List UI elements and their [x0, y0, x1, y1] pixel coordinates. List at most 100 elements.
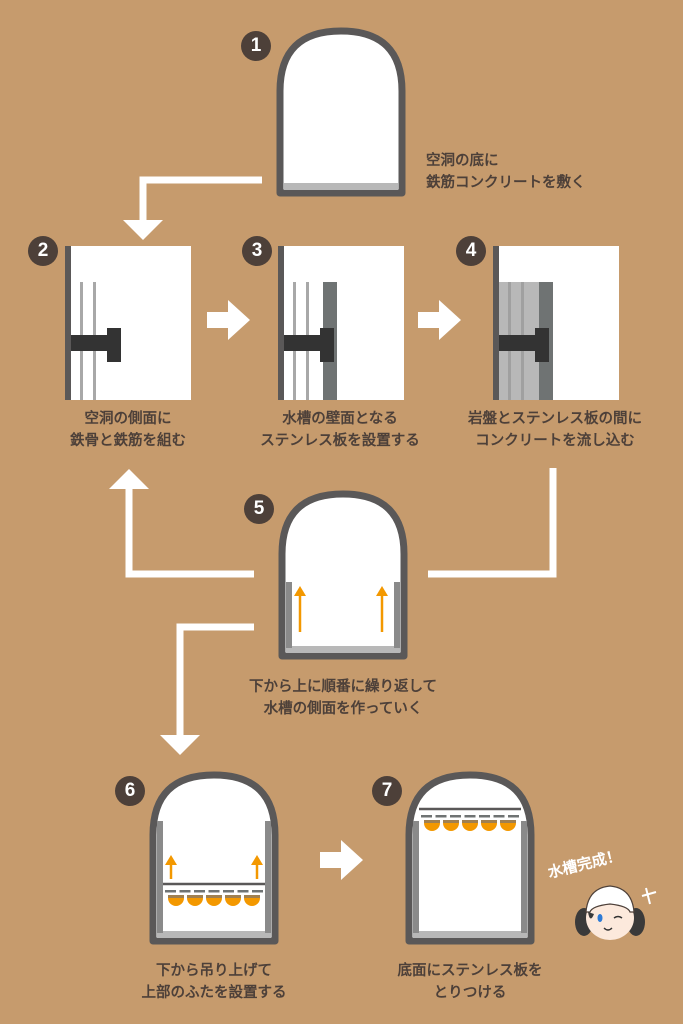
- lid-bracket: [481, 820, 497, 823]
- lid-bracket: [206, 895, 222, 898]
- steel-frame: [535, 328, 549, 362]
- roof-lid: [419, 807, 521, 831]
- step-caption-2: 空洞の側面に 鉄骨と鉄筋を組む: [48, 408, 208, 452]
- rock-wall: [278, 246, 284, 400]
- caption-line: 水槽の側面を作っていく: [263, 701, 423, 717]
- step-badge-3: 3: [242, 236, 272, 266]
- tank-cavity-step-7: [405, 771, 535, 945]
- caption-line: 空洞の側面に: [84, 411, 172, 427]
- lid-light: [244, 898, 260, 906]
- step-caption-7: 底面にステンレス板を とりつける: [380, 960, 560, 1004]
- flow-arrow-1-to-2-line: [139, 176, 262, 222]
- caption-line: 底面にステンレス板を: [397, 963, 543, 979]
- flow-arrow-2-to-3: [207, 300, 250, 340]
- lid-dash: [450, 815, 461, 818]
- wall-section-step-4: [493, 246, 619, 400]
- step-caption-5: 下から上に順番に繰り返して 水槽の側面を作っていく: [228, 676, 458, 720]
- caption-line: 岩盤とステンレス板の間に: [468, 411, 642, 427]
- wall-section-step-2: [65, 246, 191, 400]
- caption-line: 鉄筋コンクリートを敷く: [426, 175, 586, 191]
- caption-line: 鉄骨と鉄筋を組む: [70, 433, 186, 449]
- side-wall-left: [413, 821, 419, 933]
- step-caption-4: 岩盤とステンレス板の間に コンクリートを流し込む: [455, 408, 655, 452]
- lid-bracket: [187, 895, 203, 898]
- caption-line: 下から上に順番に繰り返して: [248, 679, 438, 695]
- side-wall-right: [265, 821, 271, 933]
- lid-light: [168, 898, 184, 906]
- flow-arrow-3-to-4: [418, 300, 461, 340]
- step-caption-6: 下から吊り上げて 上部のふたを設置する: [124, 960, 304, 1004]
- steel-frame: [320, 328, 334, 362]
- lid-dash: [421, 815, 432, 818]
- step-badge-1: 1: [241, 31, 271, 61]
- lid-light: [187, 898, 203, 906]
- lid-dash: [165, 890, 176, 893]
- caption-line: 水槽の壁面となる: [282, 411, 398, 427]
- mascot-face-icon: [575, 885, 645, 940]
- flow-arrow-5-to-6-head: [160, 735, 200, 755]
- lid-dash: [493, 815, 505, 818]
- step-caption-1: 空洞の底に 鉄筋コンクリートを敷く: [426, 150, 586, 194]
- rock-wall: [65, 246, 71, 400]
- steel-frame: [284, 335, 324, 351]
- lid-dash: [237, 890, 249, 893]
- side-wall-right: [394, 582, 400, 648]
- lid-light: [481, 823, 497, 831]
- lift-arrow-icon: [294, 586, 306, 632]
- flow-arrow-4-to-5: [428, 468, 557, 578]
- caption-line: ステンレス板を設置する: [260, 433, 420, 449]
- lid-bracket: [168, 895, 184, 898]
- lid-bracket: [462, 820, 478, 823]
- lid-dash: [508, 815, 519, 818]
- side-wall-left: [286, 582, 292, 648]
- lid-dash: [194, 890, 205, 893]
- lid-bracket: [424, 820, 440, 823]
- lift-arrow-icon: [376, 586, 388, 632]
- caption-line: 上部のふたを設置する: [141, 985, 287, 1001]
- lift-arrow-icon: [251, 855, 263, 879]
- mascot-exclamation: 水槽完成！: [545, 846, 624, 882]
- bottom-concrete: [286, 646, 400, 653]
- lid-dash: [479, 815, 490, 818]
- tank-cavity-step-5: [278, 490, 408, 660]
- caption-line: とりつける: [433, 985, 507, 1001]
- step-badge-2: 2: [28, 236, 58, 266]
- lid-light: [225, 898, 241, 906]
- sparkle-icon: [641, 887, 657, 905]
- step-badge-6: 6: [115, 776, 145, 806]
- bottom-concrete: [413, 931, 527, 938]
- lid-dash: [208, 890, 220, 893]
- lift-arrow-icon: [165, 855, 177, 879]
- tank-cavity-step-6: [149, 771, 279, 945]
- lid-dash: [252, 890, 263, 893]
- step-caption-3: 水槽の壁面となる ステンレス板を設置する: [250, 408, 430, 452]
- flow-arrow-5-to-2-head: [109, 469, 149, 489]
- side-wall-right: [521, 821, 527, 933]
- bottom-concrete: [284, 183, 398, 190]
- lid-bracket: [443, 820, 459, 823]
- caption-line: 下から吊り上げて: [156, 963, 272, 979]
- lid-dash: [179, 890, 191, 893]
- steel-frame: [107, 328, 121, 362]
- steel-frame: [499, 335, 539, 351]
- step-badge-7: 7: [372, 776, 402, 806]
- tank-cavity-step-1: [276, 27, 406, 197]
- lid-light: [206, 898, 222, 906]
- flow-arrow-5-to-2-line: [125, 488, 254, 578]
- lid-bracket: [500, 820, 516, 823]
- bottom-concrete: [157, 931, 271, 938]
- caption-line: 空洞の底に: [426, 153, 499, 169]
- step-badge-5: 5: [244, 494, 274, 524]
- caption-line: コンクリートを流し込む: [475, 433, 635, 449]
- lid-light: [462, 823, 478, 831]
- steel-frame: [71, 335, 111, 351]
- lid-dash: [223, 890, 234, 893]
- lid-dash: [435, 815, 447, 818]
- lid-light: [424, 823, 440, 831]
- lid-bracket: [225, 895, 241, 898]
- side-wall-left: [157, 821, 163, 933]
- rock-wall: [493, 246, 499, 400]
- lid-light: [500, 823, 516, 831]
- wall-section-step-3: [278, 246, 404, 400]
- lid-dash: [464, 815, 476, 818]
